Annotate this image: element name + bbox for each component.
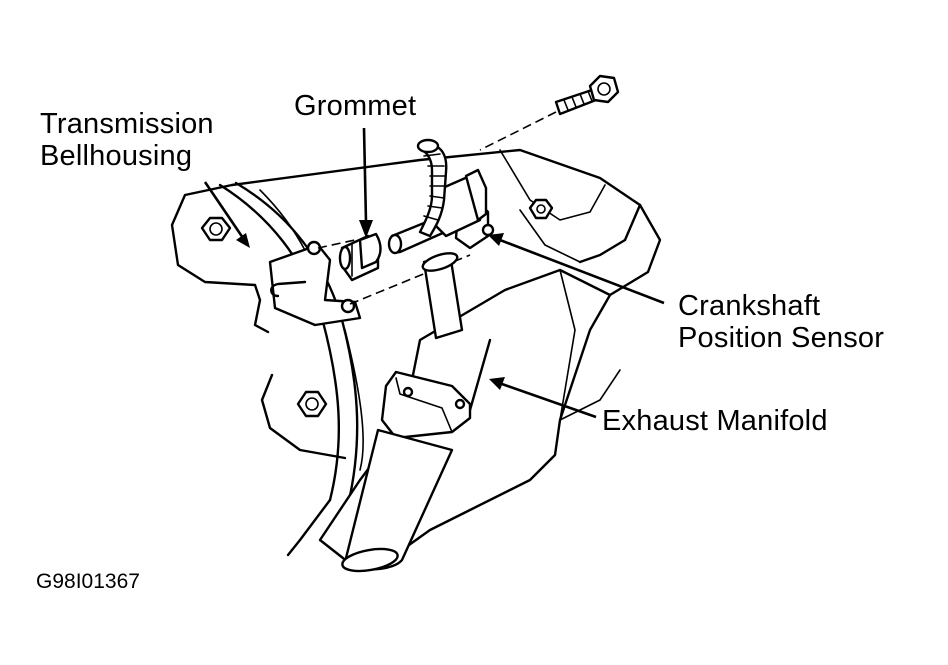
transmission-bellhousing-label-line1: Transmission (40, 108, 214, 140)
leader-grommet (359, 127, 373, 238)
transmission-bellhousing-label-line2: Bellhousing (40, 140, 193, 172)
bolt-right (528, 198, 554, 220)
grommet-label: Grommet (294, 90, 416, 122)
crankshaft-position-sensor-label-line1: Crankshaft (678, 290, 821, 322)
callout-leaders (203, 127, 665, 419)
assembly-guide-lines (317, 111, 557, 305)
bolt-lower-left (296, 390, 328, 418)
block-bolts (200, 198, 554, 418)
leader-transmission-bellhousing (203, 181, 250, 248)
figure-id: G98I01367 (36, 570, 140, 593)
leader-crankshaft-position-sensor (488, 233, 665, 305)
leader-exhaust-manifold (489, 377, 597, 419)
crankshaft-position-sensor (387, 138, 495, 255)
crankshaft-position-sensor-label-line2: Position Sensor (678, 322, 885, 354)
exhaust-manifold-label: Exhaust Manifold (602, 405, 828, 437)
exhaust-manifold-label-text: Exhaust Manifold (602, 405, 828, 437)
sensor-retaining-bolt (554, 74, 620, 116)
exhaust-manifold (318, 252, 621, 573)
crankshaft-position-sensor-label: Crankshaft Position Sensor (678, 290, 884, 354)
grommet (338, 232, 382, 282)
bolt-upper-left (200, 216, 232, 242)
transmission-bellhousing-label: Transmission Bellhousing (40, 108, 214, 172)
grommet-label-text: Grommet (294, 90, 417, 122)
